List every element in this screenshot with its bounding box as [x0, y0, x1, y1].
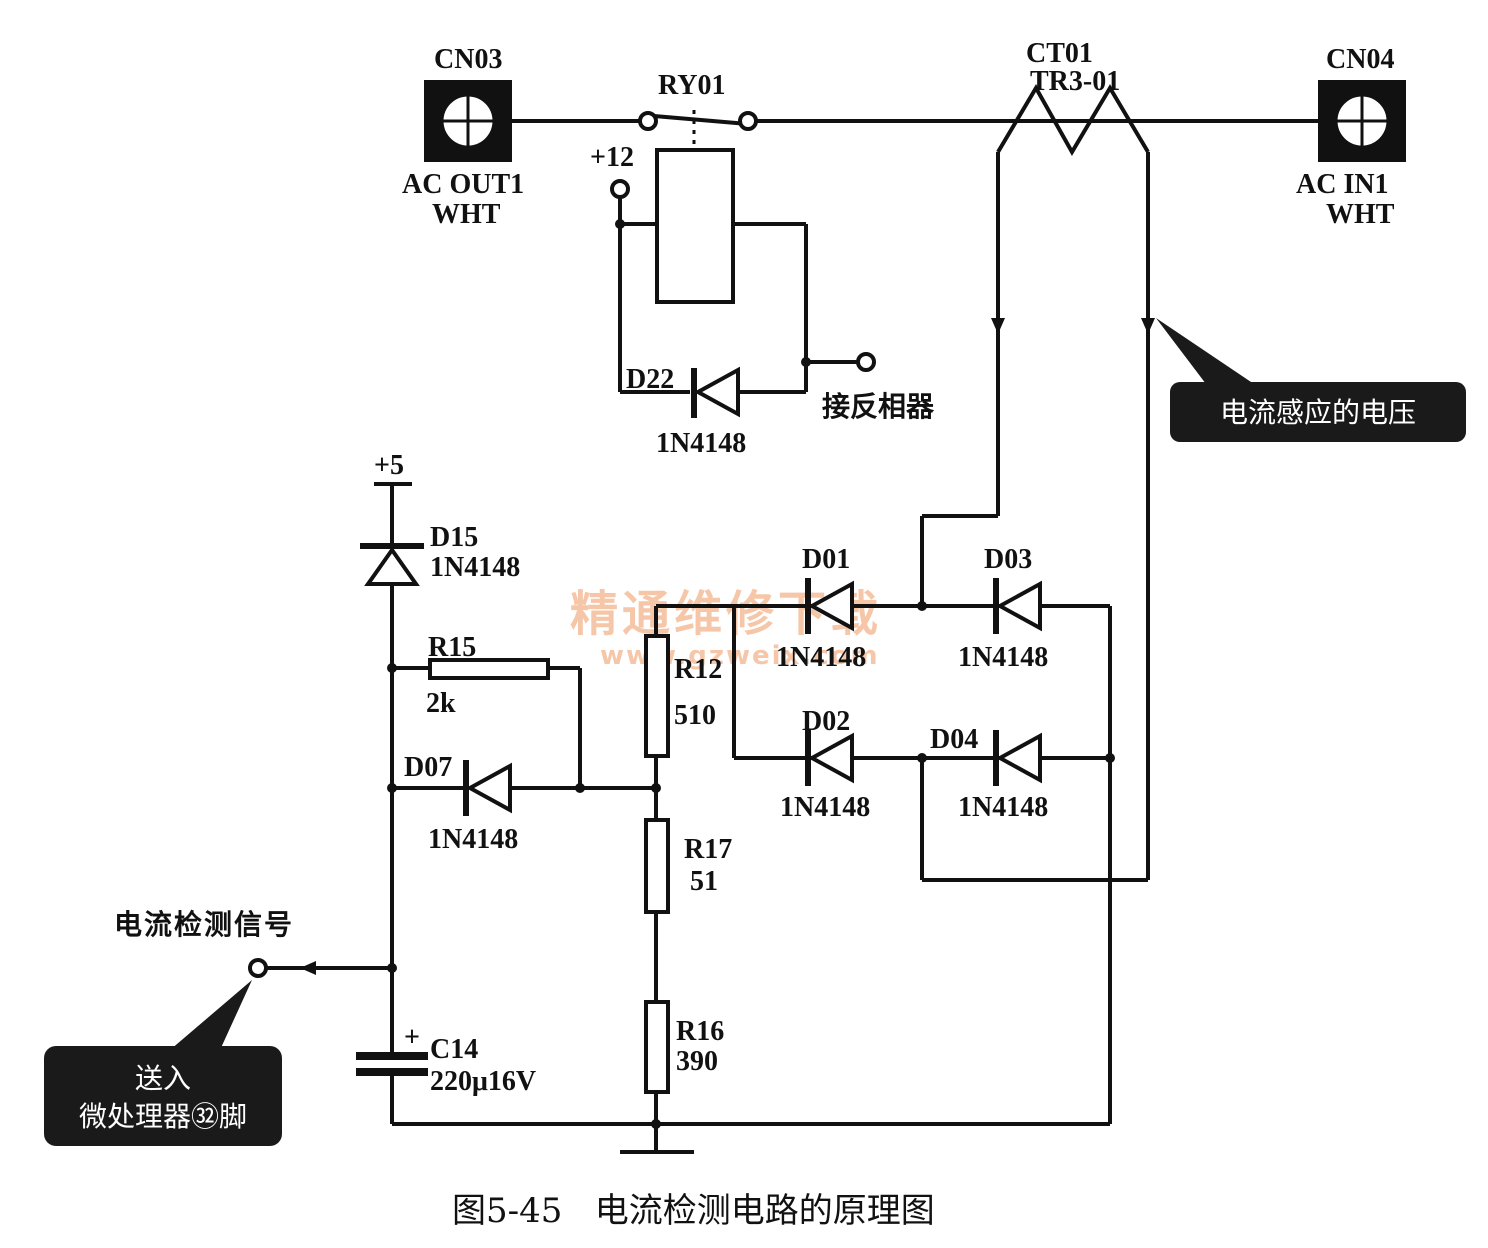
d04-ref: D04	[930, 724, 978, 755]
figure-caption: 图5-45 电流检测电路的原理图	[452, 1191, 935, 1231]
r12-value: 510	[674, 700, 716, 731]
d07-ref: D07	[404, 752, 452, 783]
d02-ref: D02	[802, 706, 850, 737]
cn03-line2: WHT	[432, 199, 501, 230]
c14-value: 220μ16V	[430, 1066, 536, 1097]
cn04-line2: WHT	[1326, 199, 1395, 230]
bridge-wires	[732, 514, 1148, 1124]
diode-d15	[360, 543, 424, 586]
relay-switch	[638, 110, 758, 148]
diode-d07	[387, 760, 661, 816]
resistor-chain	[620, 604, 734, 1154]
diode-d22	[691, 366, 740, 418]
d22-part: 1N4148	[656, 428, 746, 459]
diode-d01	[805, 578, 854, 634]
d02-part: 1N4148	[780, 792, 870, 823]
r16-value: 390	[676, 1046, 718, 1077]
supply-5v	[374, 482, 412, 1124]
c14-polarity: +	[404, 1022, 420, 1053]
cn04-line1: AC IN1	[1296, 169, 1389, 200]
signal-output	[248, 958, 397, 978]
d03-part: 1N4148	[958, 642, 1048, 673]
ct-part: TR3-01	[1030, 66, 1120, 97]
relay-ref: RY01	[658, 70, 725, 101]
d15-part: 1N4148	[430, 552, 520, 583]
c14-ref: C14	[430, 1034, 478, 1065]
resistor-r15	[387, 658, 582, 788]
mcu-label-line2: 微处理器㉜脚	[79, 1100, 247, 1133]
d04-part: 1N4148	[958, 792, 1048, 823]
mcu-callout	[44, 980, 282, 1146]
r12-ref: R12	[674, 654, 722, 685]
current-transformer	[991, 84, 1155, 880]
d03-ref: D03	[984, 544, 1032, 575]
r15-value: 2k	[426, 688, 456, 719]
r17-value: 51	[690, 866, 718, 897]
connector-cn04	[1318, 80, 1406, 162]
capacitor-c14	[356, 1052, 428, 1076]
current-signal-label: 电流检测信号	[114, 908, 294, 941]
r16-ref: R16	[676, 1016, 724, 1047]
d07-part: 1N4148	[428, 824, 518, 855]
d01-ref: D01	[802, 544, 850, 575]
ct-voltage-callout	[1156, 318, 1466, 442]
cn03-line1: AC OUT1	[402, 169, 524, 200]
r15-ref: R15	[428, 632, 476, 663]
d01-part: 1N4148	[776, 642, 866, 673]
relay-coil	[610, 148, 876, 394]
d22-ref: D22	[626, 364, 674, 395]
cn04-ref: CN04	[1326, 44, 1394, 75]
inverter-label: 接反相器	[822, 390, 935, 423]
ct-ref: CT01	[1026, 38, 1093, 69]
d15-ref: D15	[430, 522, 478, 553]
connector-cn03	[424, 80, 512, 162]
ct-voltage-label: 电流感应的电压	[1220, 396, 1416, 429]
cn03-ref: CN03	[434, 44, 502, 75]
r17-ref: R17	[684, 834, 732, 865]
diode-d04	[993, 730, 1042, 786]
supply-5v-label: +5	[374, 450, 404, 481]
diode-d02	[805, 730, 854, 786]
diode-d03	[993, 578, 1042, 634]
mcu-label-line1: 送入	[135, 1062, 191, 1095]
relay-supply: +12	[590, 142, 634, 173]
